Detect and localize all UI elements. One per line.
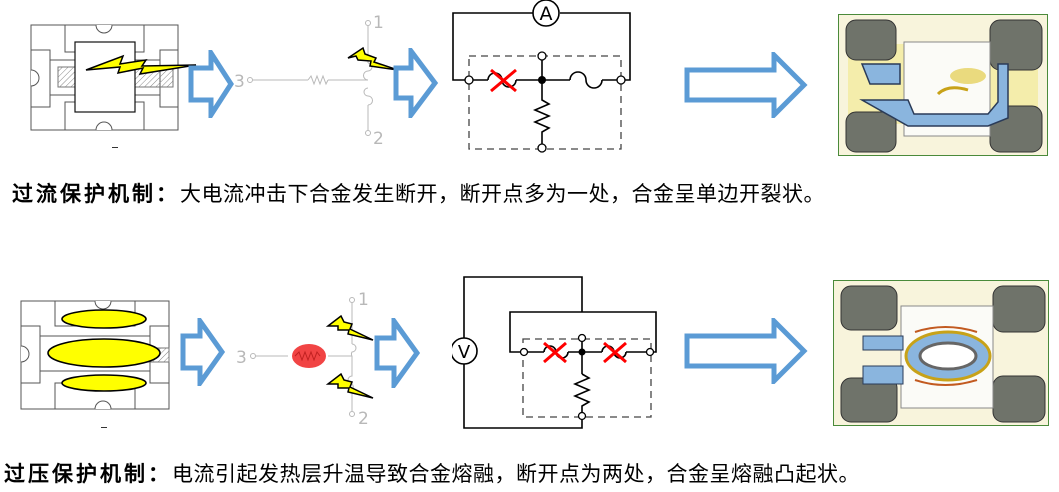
- heated-ellipse-middle: [47, 338, 161, 368]
- heated-ellipse-top: [61, 309, 147, 329]
- lightning-bolt-icon: [347, 46, 398, 71]
- overcurrent-caption: 过流保护机制：大电流冲击下合金发生断开，断开点多为一处，合金呈单边开裂状。: [12, 178, 825, 208]
- center-chip: [74, 41, 136, 113]
- device-boundary-dashed: [522, 338, 652, 418]
- break-mark-x-icon: [543, 341, 567, 364]
- fuse-structure-diagram: [20, 300, 170, 410]
- heated-ellipse-bottom: [61, 374, 147, 392]
- overcurrent-failure-photo: [838, 14, 1048, 156]
- break-mark-x-icon: [603, 341, 627, 364]
- ammeter-label: A: [540, 3, 553, 25]
- arrow-right-icon: [393, 48, 439, 118]
- overvoltage-failure-photo: [833, 280, 1049, 426]
- pin-label-3: 3: [236, 348, 247, 368]
- caption-text: 大电流冲击下合金发生断开，断开点多为一处，合金呈单边开裂状。: [180, 182, 825, 206]
- arrow-right-icon: [180, 318, 226, 386]
- lightning-bolt-icon: [85, 54, 197, 75]
- voltmeter-label: V: [458, 342, 471, 363]
- overvoltage-caption: 过压保护机制：电流引起发热层升温导致合金熔融，断开点为两处，合金呈熔融凸起状。: [4, 458, 860, 488]
- lightning-bolt-icon: [325, 372, 374, 399]
- pin-label-1: 1: [358, 290, 369, 310]
- fuse-schematic: 3 1 2: [234, 13, 398, 148]
- big-arrow-right-icon: [684, 318, 808, 384]
- caption-label: 过压保护机制：: [4, 461, 172, 486]
- break-mark-x-icon: [490, 68, 517, 93]
- ammeter-symbol: [532, 0, 560, 27]
- arrow-right-icon: [374, 318, 420, 388]
- pin-label-3: 3: [234, 72, 245, 92]
- voltmeter-symbol: [452, 337, 478, 365]
- small-dash-mark: [112, 147, 118, 148]
- pin-label-2: 2: [373, 129, 384, 148]
- voltmeter-test-circuit: V: [452, 276, 657, 429]
- big-arrow-right-icon: [684, 52, 808, 118]
- caption-text: 电流引起发热层升温导致合金熔融，断开点为两处，合金呈熔融凸起状。: [172, 462, 860, 486]
- caption-label: 过流保护机制：: [12, 181, 180, 206]
- lightning-bolt-icon: [325, 314, 374, 341]
- pin-label-2: 2: [358, 409, 369, 426]
- arrow-right-icon: [188, 50, 234, 118]
- fuse-schematic: 3 1 2: [236, 290, 374, 426]
- fuse-structure-diagram: [30, 24, 197, 131]
- ammeter-test-circuit: A: [452, 0, 631, 153]
- small-dash-mark: [101, 427, 107, 428]
- pin-label-1: 1: [373, 13, 384, 33]
